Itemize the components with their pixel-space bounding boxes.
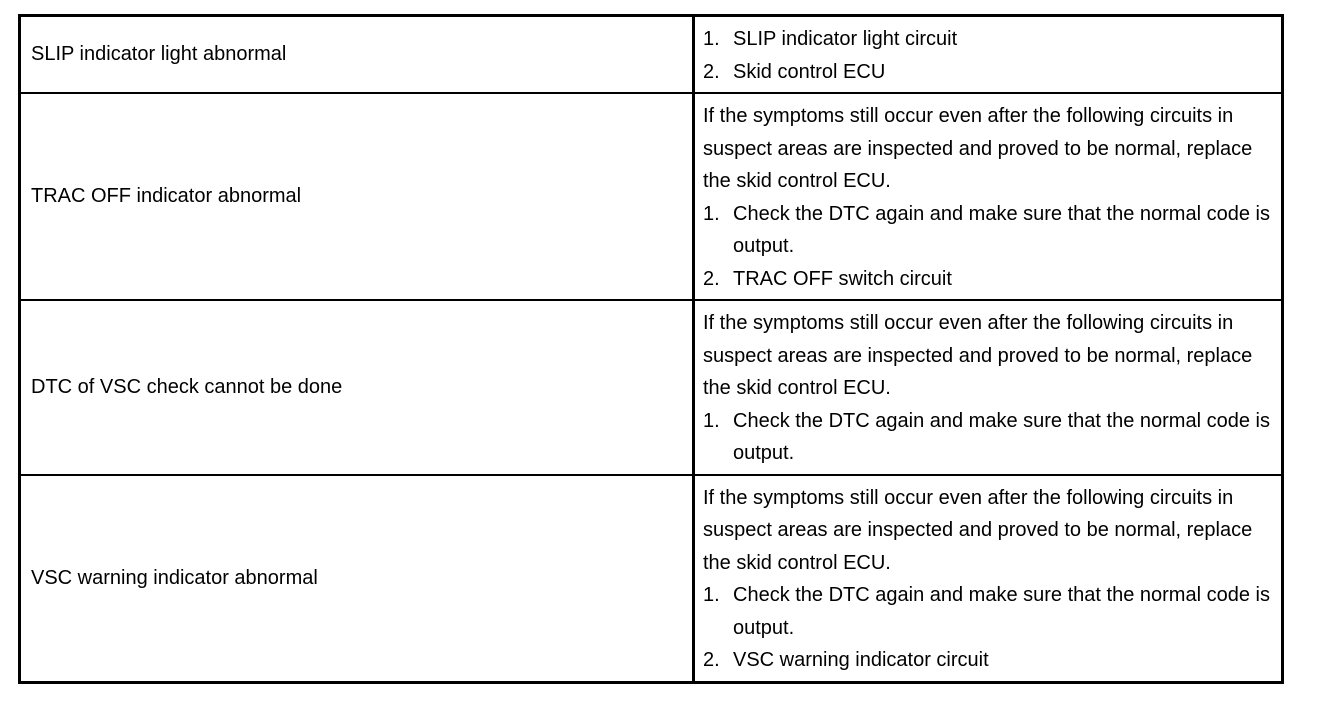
suspect-area-list: 1. Check the DTC again and make sure tha… [703, 579, 1271, 677]
suspect-area-list: 1. SLIP indicator light circuit 2. Skid … [703, 23, 1271, 88]
symptom-cell: VSC warning indicator abnormal [18, 473, 695, 683]
step-text: Check the DTC again and make sure that t… [733, 409, 1270, 465]
list-item: 2. TRAC OFF switch circuit [703, 263, 1271, 296]
list-item: 1. Check the DTC again and make sure tha… [703, 198, 1271, 263]
step-number: 2. [703, 649, 720, 671]
symptom-cell: DTC of VSC check cannot be done [18, 299, 695, 476]
step-number: 1. [703, 28, 720, 50]
symptom-cell: TRAC OFF indicator abnormal [18, 92, 695, 301]
step-text: TRAC OFF switch circuit [733, 267, 952, 290]
problem-symptoms-table: SLIP indicator light abnormal 1. SLIP in… [18, 14, 1284, 684]
step-text: VSC warning indicator circuit [733, 649, 989, 671]
step-number: 1. [703, 202, 720, 225]
list-item: 2. VSC warning indicator circuit [703, 644, 1271, 677]
step-number: 1. [703, 409, 720, 432]
suspect-area-cell: 1. SLIP indicator light circuit 2. Skid … [692, 14, 1284, 94]
symptom-cell: SLIP indicator light abnormal [18, 14, 695, 94]
table-row: VSC warning indicator abnormal If the sy… [18, 473, 1284, 683]
list-item: 1. Check the DTC again and make sure tha… [703, 579, 1271, 644]
table-row: TRAC OFF indicator abnormal If the sympt… [18, 92, 1284, 301]
suspect-area-cell: If the symptoms still occur even after t… [692, 92, 1284, 301]
inspection-note: If the symptoms still occur even after t… [703, 105, 1253, 192]
step-number: 2. [703, 267, 720, 290]
suspect-area-list: 1. Check the DTC again and make sure tha… [703, 198, 1271, 296]
step-text: Check the DTC again and make sure that t… [733, 202, 1270, 258]
step-text: Skid control ECU [733, 60, 886, 83]
inspection-note: If the symptoms still occur even after t… [703, 312, 1253, 399]
step-text: SLIP indicator light circuit [733, 28, 958, 50]
step-number: 2. [703, 60, 720, 83]
table-row: DTC of VSC check cannot be done If the s… [18, 299, 1284, 476]
step-number: 1. [703, 584, 720, 606]
suspect-area-cell: If the symptoms still occur even after t… [692, 299, 1284, 476]
inspection-note: If the symptoms still occur even after t… [703, 486, 1253, 574]
step-text: Check the DTC again and make sure that t… [733, 584, 1270, 639]
suspect-area-list: 1. Check the DTC again and make sure tha… [703, 405, 1271, 470]
list-item: 2. Skid control ECU [703, 56, 1271, 89]
list-item: 1. SLIP indicator light circuit [703, 23, 1271, 56]
table-row: SLIP indicator light abnormal 1. SLIP in… [18, 14, 1284, 94]
suspect-area-cell: If the symptoms still occur even after t… [692, 473, 1284, 683]
list-item: 1. Check the DTC again and make sure tha… [703, 405, 1271, 470]
